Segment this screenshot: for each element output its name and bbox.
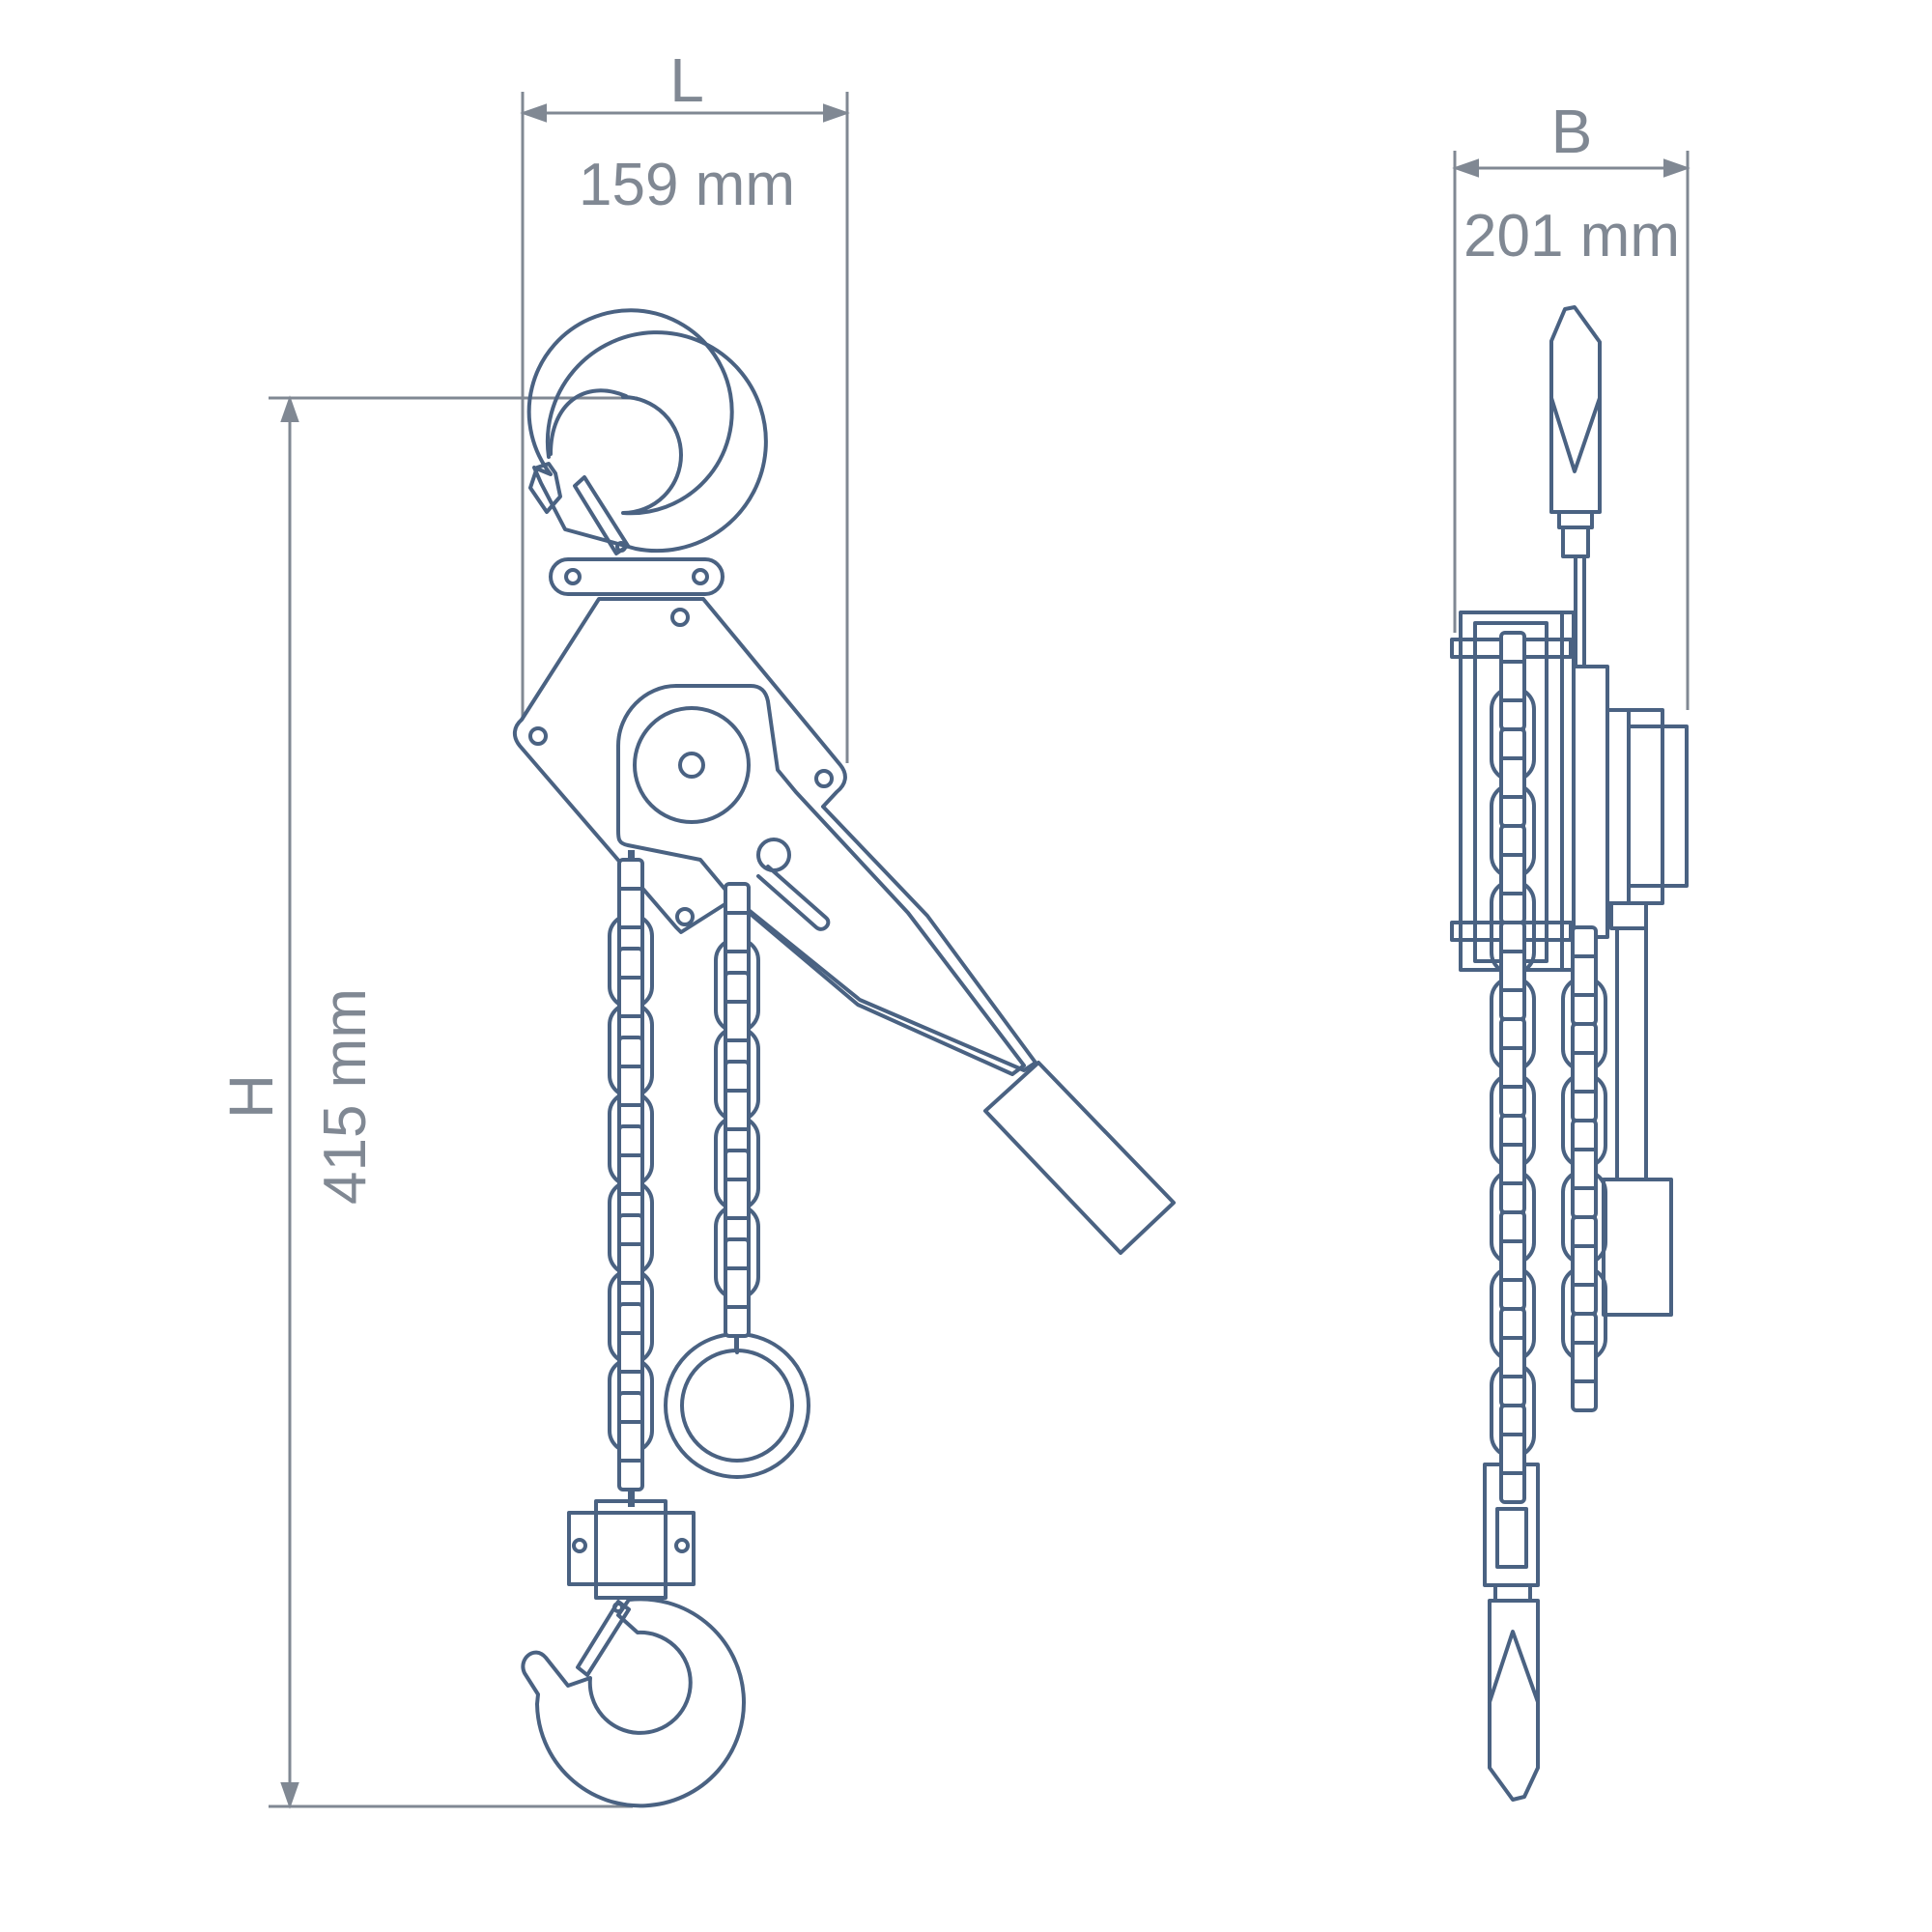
lever-hoist-side-view-icon <box>1450 305 1689 1802</box>
dimension-lines <box>269 92 1690 1809</box>
load-chain-link-edge <box>617 1213 644 1314</box>
lever-handle-grip <box>983 1061 1176 1255</box>
lever-hoist-front-view-icon <box>513 308 1176 1255</box>
side-load-chain-link-edge <box>1499 1210 1526 1311</box>
side-hand-chain-link-edge <box>1571 1215 1598 1316</box>
dim-label-width-value: 201 mm <box>1463 203 1680 270</box>
side-load-chain-link-edge <box>1499 921 1526 1021</box>
side-load-chain-link-edge <box>1499 1307 1526 1407</box>
side-load-chain-link-edge <box>1499 631 1526 731</box>
hoist-body <box>513 597 1037 1072</box>
load-chain-link-edge <box>617 1036 644 1136</box>
dim-label-height-value: 415 mm <box>312 988 379 1205</box>
hand-chain-link-edge <box>724 1149 751 1249</box>
bottom-hook <box>521 1332 810 1808</box>
chain-links <box>608 631 1607 1504</box>
hand-chain-link-edge <box>724 971 751 1071</box>
load-chain-link-edge <box>617 858 644 958</box>
side-load-chain-link-edge <box>1499 824 1526 924</box>
dim-label-length-letter: L <box>669 45 704 115</box>
gear-housing <box>616 684 1026 1076</box>
hand-chain-link-edge <box>724 1060 751 1160</box>
side-load-chain-link-edge <box>1499 1114 1526 1214</box>
side-hand-chain-link-edge <box>1571 1022 1598 1122</box>
side-hand-chain-link-edge <box>1571 925 1598 1026</box>
side-hand-chain-link-edge <box>1571 1119 1598 1219</box>
load-chain-link-edge <box>617 947 644 1047</box>
side-load-chain-link-edge <box>1499 1017 1526 1118</box>
side-hand-chain-link-edge <box>1571 1312 1598 1412</box>
dim-label-height-letter: H <box>216 1074 286 1119</box>
hand-chain-link-edge <box>724 882 751 982</box>
side-load-chain-link-edge <box>1499 727 1526 828</box>
suspension-bar <box>549 557 724 596</box>
load-chain-link-edge <box>617 1124 644 1225</box>
dim-label-length-value: 159 mm <box>579 152 795 218</box>
top-hook <box>526 308 768 555</box>
load-chain-link-edge <box>617 1302 644 1403</box>
hand-chain-link-edge <box>724 1237 751 1338</box>
load-chain-link-edge <box>617 1391 644 1492</box>
side-load-chain-link-edge <box>1499 1404 1526 1504</box>
dim-label-width-letter: B <box>1551 97 1593 166</box>
